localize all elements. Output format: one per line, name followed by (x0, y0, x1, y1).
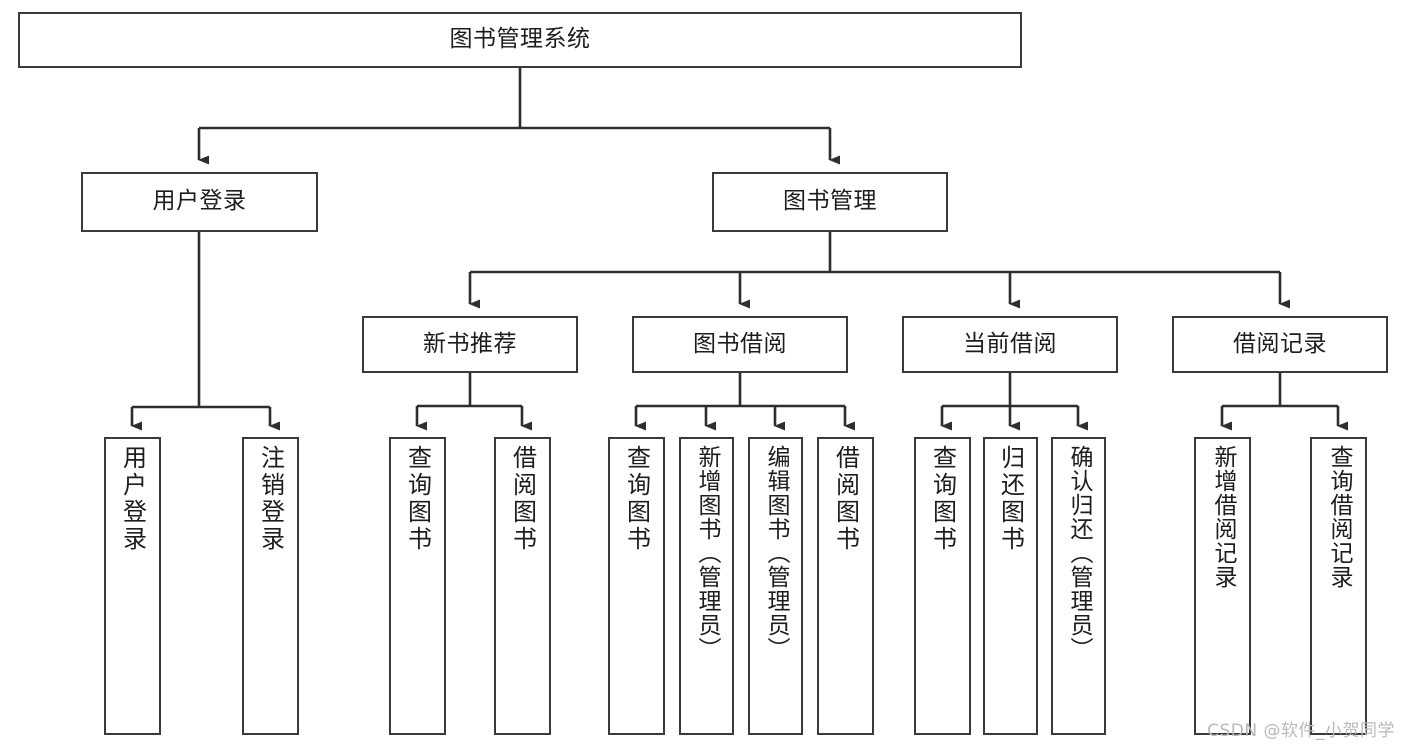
node-leaf-edit-book-label: 编辑图书（管理员） (763, 445, 789, 661)
node-leaf-query-book-2[interactable]: 查询图书 (608, 437, 665, 735)
node-leaf-borrow-book-2-label: 借阅图书 (831, 445, 860, 553)
node-current-borrow-label: 当前借阅 (963, 330, 1057, 357)
node-leaf-confirm-return-label: 确认归还（管理员） (1066, 445, 1092, 661)
node-book-manage-label: 图书管理 (783, 188, 877, 215)
node-root[interactable]: 图书管理系统 (18, 12, 1022, 68)
node-leaf-user-logout-label: 注销登录 (256, 445, 285, 553)
node-user-login[interactable]: 用户登录 (81, 172, 318, 232)
node-leaf-add-book-label: 新增图书（管理员） (694, 445, 720, 661)
node-leaf-add-record[interactable]: 新增借阅记录 (1194, 437, 1251, 735)
node-leaf-borrow-book-2[interactable]: 借阅图书 (817, 437, 874, 735)
node-leaf-query-book-1[interactable]: 查询图书 (389, 437, 446, 735)
node-leaf-edit-book[interactable]: 编辑图书（管理员） (748, 437, 803, 735)
node-book-borrow-label: 图书借阅 (693, 330, 787, 357)
node-root-label: 图书管理系统 (449, 26, 591, 53)
node-leaf-query-book-3[interactable]: 查询图书 (914, 437, 971, 735)
node-leaf-user-login[interactable]: 用户登录 (104, 437, 161, 735)
node-leaf-return-book-label: 归还图书 (996, 445, 1025, 553)
node-leaf-query-book-1-label: 查询图书 (403, 445, 432, 553)
node-borrow-record-label: 借阅记录 (1233, 330, 1327, 357)
node-leaf-query-book-3-label: 查询图书 (928, 445, 957, 553)
csdn-watermark: CSDN @软件_小贺同学 (1207, 721, 1395, 741)
node-leaf-query-record-label: 查询借阅记录 (1326, 445, 1352, 589)
node-leaf-borrow-book-1[interactable]: 借阅图书 (494, 437, 551, 735)
node-leaf-confirm-return[interactable]: 确认归还（管理员） (1051, 437, 1106, 735)
node-leaf-add-record-label: 新增借阅记录 (1210, 445, 1236, 589)
node-book-manage[interactable]: 图书管理 (712, 172, 948, 232)
node-borrow-record[interactable]: 借阅记录 (1172, 316, 1388, 373)
node-leaf-query-record[interactable]: 查询借阅记录 (1310, 437, 1367, 735)
node-leaf-query-book-2-label: 查询图书 (622, 445, 651, 553)
node-book-borrow[interactable]: 图书借阅 (632, 316, 848, 373)
node-leaf-user-logout[interactable]: 注销登录 (242, 437, 299, 735)
node-new-book-recommend-label: 新书推荐 (423, 330, 517, 357)
node-current-borrow[interactable]: 当前借阅 (902, 316, 1118, 373)
node-leaf-add-book[interactable]: 新增图书（管理员） (679, 437, 734, 735)
node-leaf-borrow-book-1-label: 借阅图书 (508, 445, 537, 553)
node-leaf-return-book[interactable]: 归还图书 (983, 437, 1038, 735)
node-user-login-label: 用户登录 (152, 188, 247, 215)
node-new-book-recommend[interactable]: 新书推荐 (362, 316, 578, 373)
node-leaf-user-login-label: 用户登录 (118, 445, 147, 553)
